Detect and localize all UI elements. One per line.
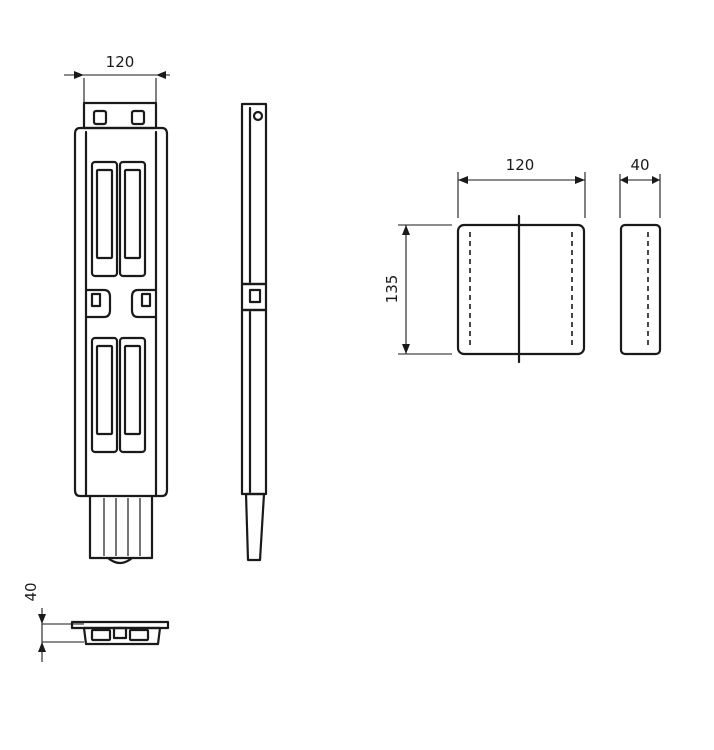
bracket-body-outer — [73, 126, 169, 498]
block-side-view: 40 — [619, 156, 662, 356]
bottom-height-label: 40 — [22, 582, 40, 601]
lower-slots — [90, 336, 147, 454]
block-height-label: 135 — [383, 275, 401, 304]
side-view — [240, 102, 268, 562]
block-width-label: 120 — [506, 156, 535, 174]
front-width-dimension: 120 — [64, 53, 170, 102]
upper-slots — [90, 160, 147, 278]
block-depth-dimension: 40 — [619, 156, 661, 218]
block-front-view: 120 135 — [383, 156, 586, 364]
block-height-dimension: 135 — [383, 224, 452, 355]
block-width-dimension: 120 — [457, 156, 586, 218]
bottom-height-dimension: 40 — [22, 582, 84, 662]
bottom-view: 40 — [22, 582, 170, 662]
block-depth-label: 40 — [630, 156, 649, 174]
front-view: 120 — [64, 53, 170, 565]
bracket-leg — [88, 494, 154, 565]
middle-clips — [84, 288, 158, 319]
front-width-label: 120 — [106, 53, 135, 71]
